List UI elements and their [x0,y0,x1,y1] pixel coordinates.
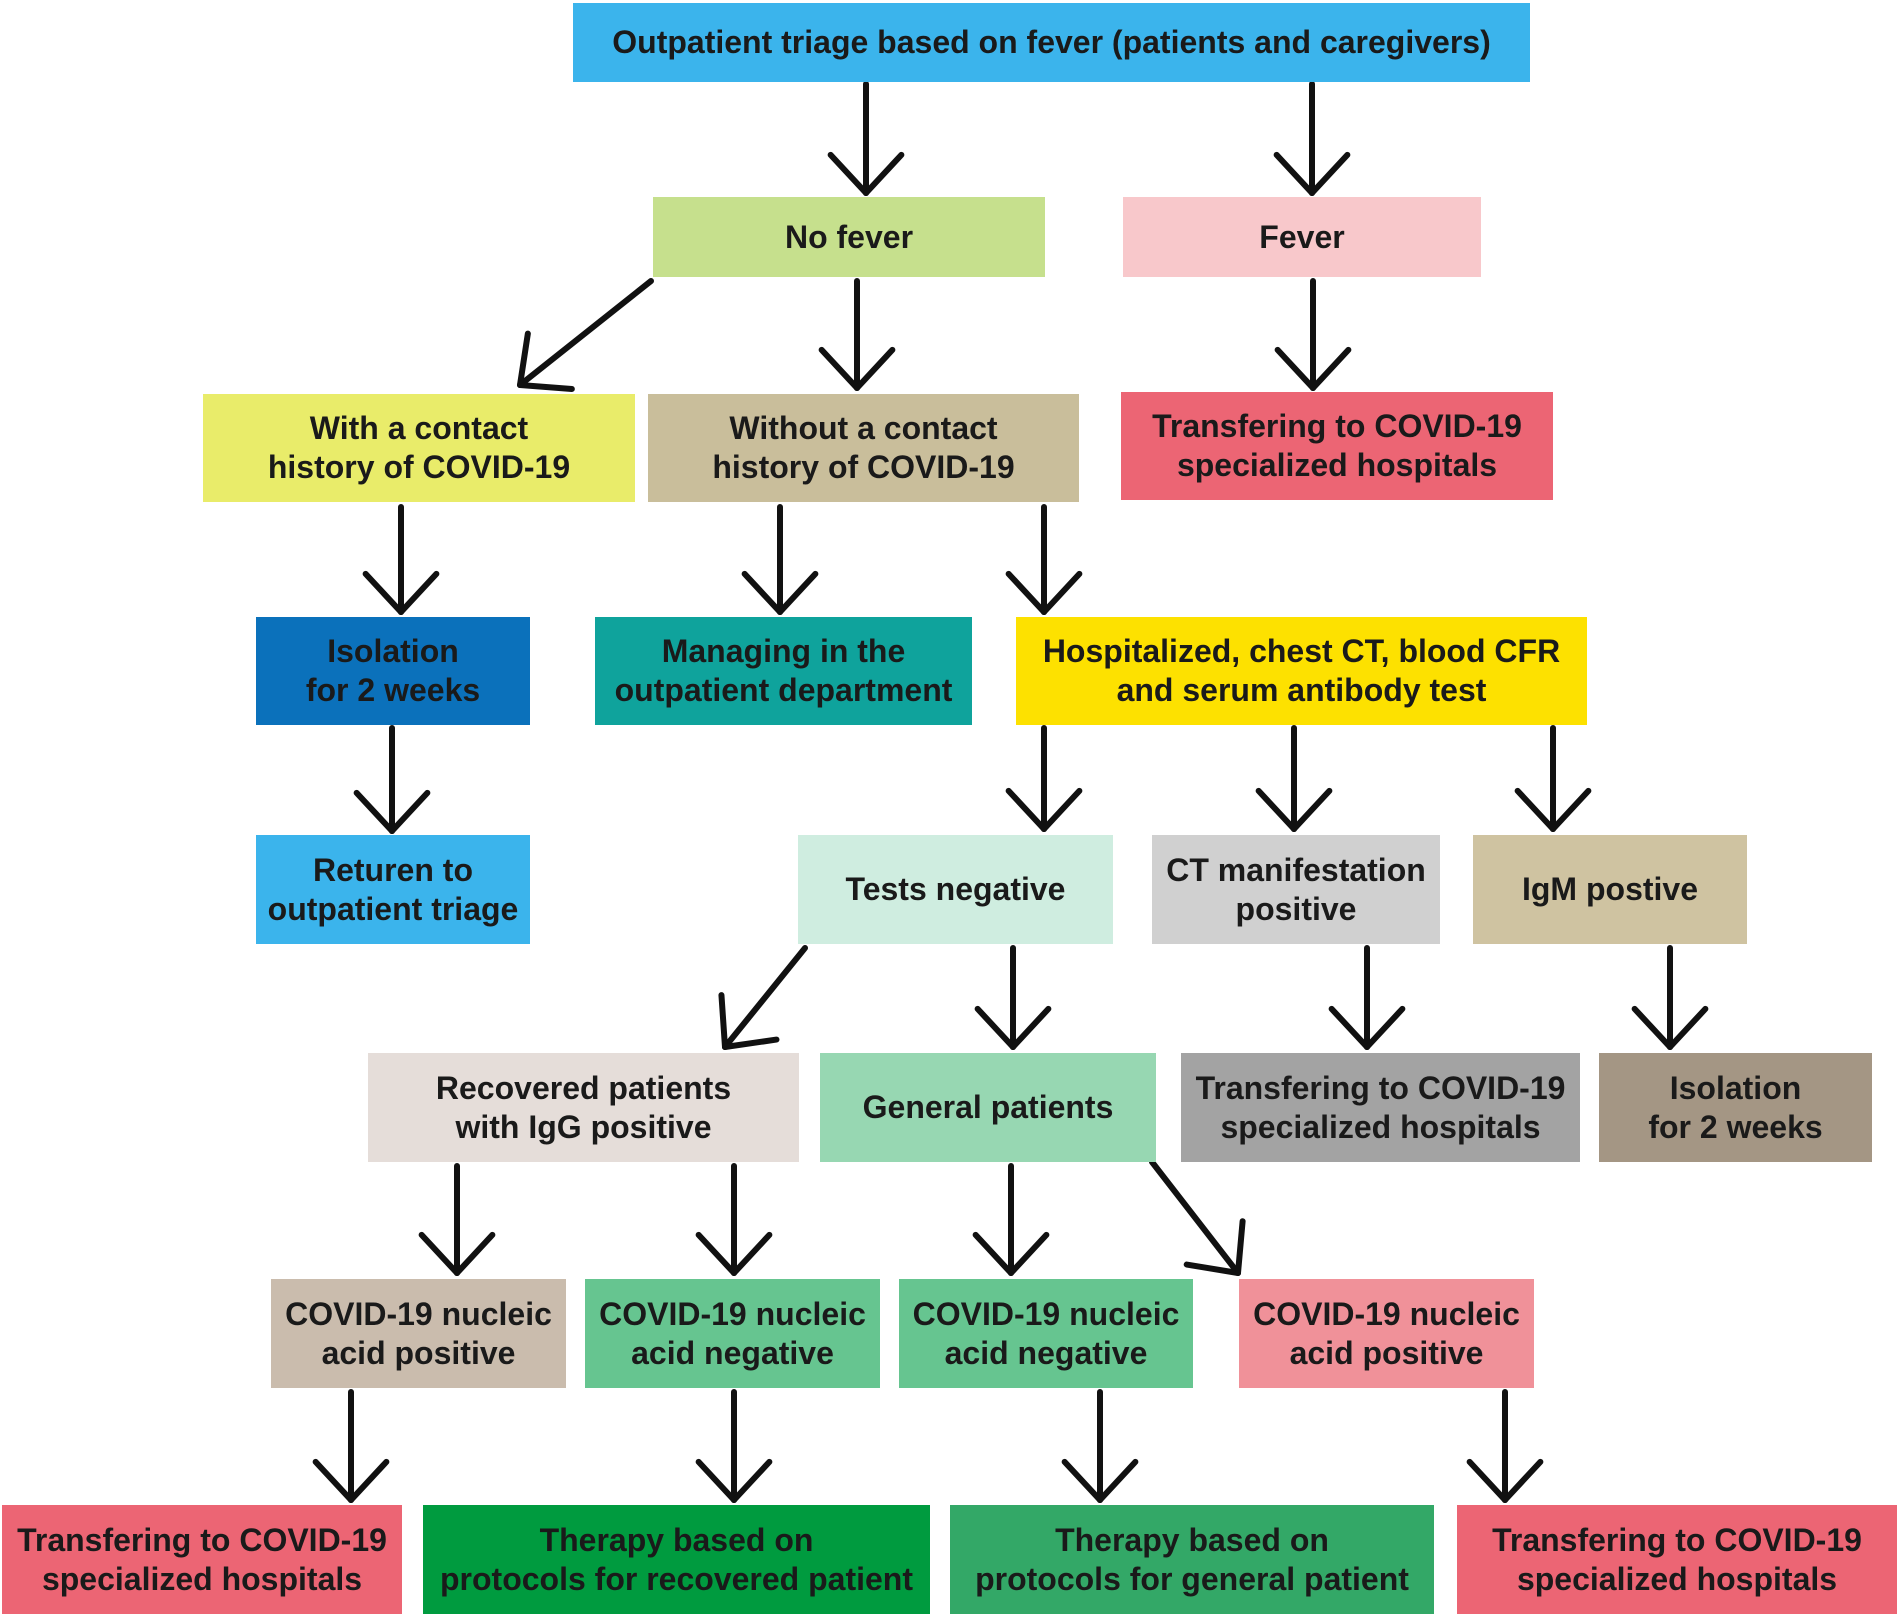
arrow-nucleic-pos-2-to-transfer-4 [1466,1389,1544,1503]
node-general: General patients [820,1053,1156,1162]
node-hospitalized: Hospitalized, chest CT, blood CFR and se… [1016,617,1587,725]
arrow-nucleic-pos-1-to-transfer-3 [312,1389,390,1503]
node-recovered: Recovered patients with IgG positive [368,1053,799,1162]
node-managing: Managing in the outpatient department [595,617,972,725]
node-igm-positive: IgM postive [1473,835,1747,944]
arrow-no-fever-to-with-contact [517,278,654,392]
arrow-recovered-to-nucleic-pos-1 [418,1163,496,1276]
node-therapy-general: Therapy based on protocols for general p… [950,1505,1434,1614]
arrow-fever-to-transfer-1 [1274,278,1352,391]
arrow-hospitalized-to-ct-positive [1255,725,1333,832]
arrow-without-contact-to-managing [741,504,819,615]
node-therapy-recovered: Therapy based on protocols for recovered… [423,1505,930,1614]
arrow-nucleic-neg-2-to-therapy-general [1061,1389,1139,1503]
arrow-ct-positive-to-transfer-2 [1328,945,1406,1050]
node-fever: Fever [1123,197,1481,277]
arrow-general-to-nucleic-neg-2 [972,1163,1050,1276]
node-nucleic-neg-2: COVID-19 nucleic acid negative [899,1279,1193,1388]
node-transfer-3: Transfering to COVID-19 specialized hosp… [2,1505,402,1614]
arrow-igm-positive-to-isolation-2 [1631,945,1709,1050]
arrow-tests-negative-to-recovered [718,945,808,1050]
arrow-nucleic-neg-1-to-therapy-recovered [695,1389,773,1503]
node-nucleic-pos-2: COVID-19 nucleic acid positive [1239,1279,1534,1388]
arrow-triage-to-fever [1273,81,1351,196]
arrow-hospitalized-to-tests-negative [1005,725,1083,832]
arrow-no-fever-to-without-contact [818,278,896,391]
arrow-isolation-1-to-return [353,725,431,834]
arrow-general-to-nucleic-pos-2 [1149,1159,1246,1276]
node-transfer-1: Transfering to COVID-19 specialized hosp… [1121,392,1553,500]
node-isolation-2: Isolation for 2 weeks [1599,1053,1872,1162]
arrow-hospitalized-to-igm-positive [1514,725,1592,832]
node-ct-positive: CT manifestation positive [1152,835,1440,944]
node-triage: Outpatient triage based on fever (patien… [573,3,1530,82]
node-nucleic-pos-1: COVID-19 nucleic acid positive [271,1279,566,1388]
node-without-contact: Without a contact history of COVID-19 [648,394,1079,502]
arrow-triage-to-no-fever [827,81,905,196]
arrow-with-contact-to-isolation-1 [362,504,440,615]
node-no-fever: No fever [653,197,1045,277]
node-with-contact: With a contact history of COVID-19 [203,394,635,502]
node-return: Returen to outpatient triage [256,835,530,944]
node-nucleic-neg-1: COVID-19 nucleic acid negative [585,1279,880,1388]
node-tests-negative: Tests negative [798,835,1113,944]
arrow-recovered-to-nucleic-neg-1 [695,1163,773,1276]
node-transfer-4: Transfering to COVID-19 specialized hosp… [1457,1505,1897,1614]
arrow-tests-negative-to-general [974,945,1052,1050]
node-transfer-2: Transfering to COVID-19 specialized hosp… [1181,1053,1580,1162]
node-isolation-1: Isolation for 2 weeks [256,617,530,725]
arrow-without-contact-to-hospitalized [1005,504,1083,615]
